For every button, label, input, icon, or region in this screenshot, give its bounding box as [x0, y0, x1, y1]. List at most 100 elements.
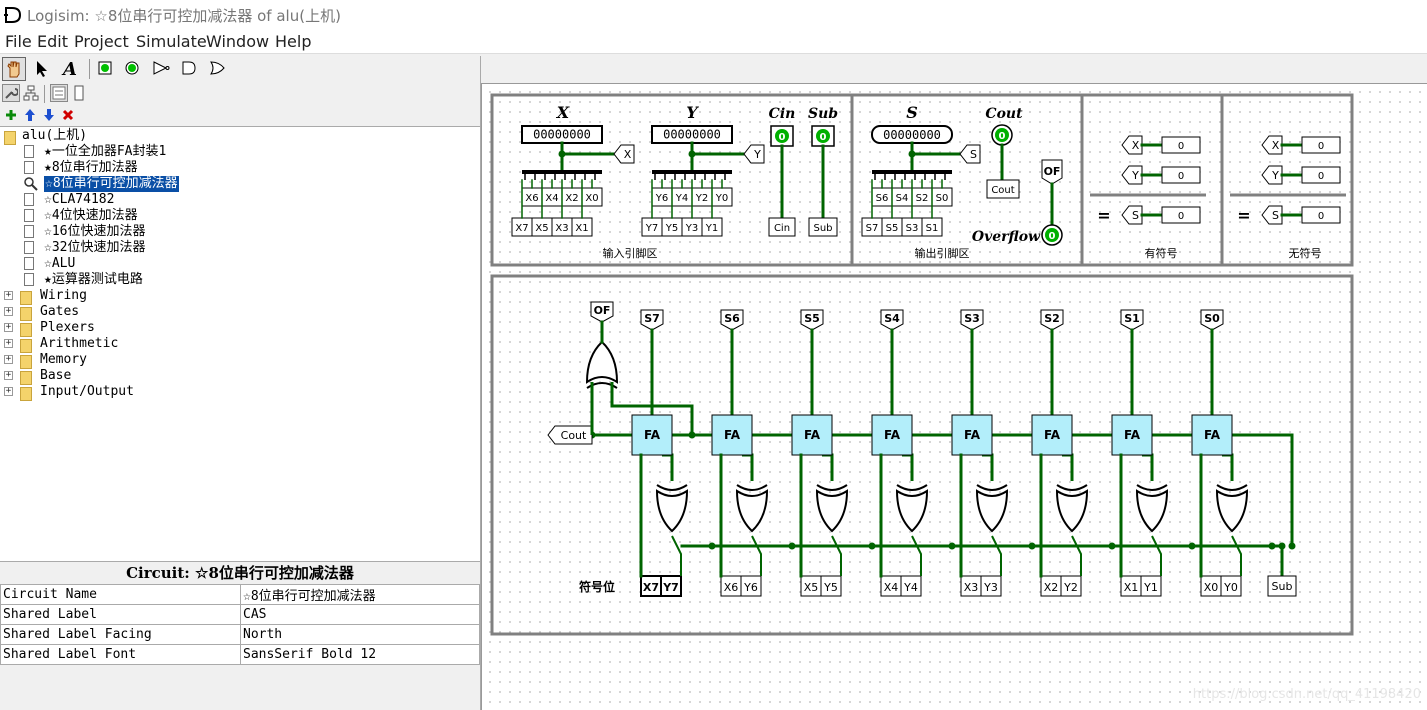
- not-gate-button[interactable]: [152, 60, 170, 76]
- expand-icon[interactable]: +: [4, 370, 13, 380]
- tree-library-item[interactable]: + Memory: [0, 352, 300, 369]
- full-adder-bit-5: [791, 414, 833, 456]
- attribute-value[interactable]: North: [240, 624, 480, 645]
- toolbox-view-button[interactable]: [2, 84, 20, 102]
- explorer-toolbar: [0, 82, 480, 106]
- arrow-pointer-icon: [37, 61, 47, 77]
- tree-library-item[interactable]: +Arithmetic: [0, 336, 300, 353]
- circuit-icon: [24, 257, 36, 271]
- sum-tunnel-S2: [1040, 309, 1064, 331]
- tree-circuit-item[interactable]: ★运算器测试电路: [24, 272, 324, 288]
- tree-circuit-item[interactable]: ☆ALU: [24, 256, 324, 272]
- unsigned-s-tunnel-label: S: [1272, 209, 1279, 222]
- tree-circuit-item[interactable]: ☆16位快速加法器: [24, 224, 324, 240]
- tree-library-item[interactable]: +Input/Output: [0, 384, 300, 401]
- tree-project-node[interactable]: alu(上机): [4, 128, 204, 145]
- edit-layout-button[interactable]: [50, 84, 68, 102]
- edit-appearance-button[interactable]: [70, 84, 88, 102]
- tree-circuit-item[interactable]: ☆CLA74182: [24, 192, 324, 208]
- hand-icon: [7, 61, 20, 78]
- expand-icon[interactable]: +: [4, 338, 13, 348]
- tree-circuit-item[interactable]: ☆8位串行可控加减法器: [24, 176, 324, 192]
- y-input-tunnel-label: Y1: [1143, 581, 1158, 594]
- y-input-tunnel-label: Y7: [662, 581, 679, 594]
- main-toolbar: A: [0, 56, 480, 82]
- output-section-title: 输出引脚区: [915, 246, 970, 260]
- tree-library-item[interactable]: + Plexers: [0, 320, 300, 337]
- y-input-tunnel-label: Y4: [903, 581, 918, 594]
- attribute-value[interactable]: SansSerif Bold 12: [240, 644, 480, 665]
- input-pin-button[interactable]: [97, 60, 113, 76]
- tree-library-item[interactable]: +Wiring: [0, 288, 300, 305]
- tree-circuit-item[interactable]: ☆4位快速加法器: [24, 208, 324, 224]
- y-input-tunnel-0: [1220, 575, 1242, 597]
- full-adder-label: FA: [1204, 428, 1221, 442]
- expand-icon[interactable]: +: [4, 290, 13, 300]
- cin-heading: Cin: [769, 106, 796, 122]
- tree-library-label: Plexers: [40, 320, 95, 335]
- tree-circuit-item[interactable]: ★一位全加器FA封装1: [24, 144, 324, 160]
- tree-circuit-label: ★一位全加器FA封装1: [44, 144, 167, 159]
- unsigned-section-title: 无符号: [1289, 247, 1322, 260]
- wrench-icon: [5, 88, 18, 99]
- output-pin-button[interactable]: [124, 60, 140, 76]
- menu-project[interactable]: Project: [74, 32, 129, 51]
- x-splitter: [522, 170, 602, 174]
- attribute-row: Circuit Name ☆8位串行可控加减法器: [0, 584, 480, 605]
- wire: [1071, 535, 1082, 576]
- expand-icon[interactable]: +: [4, 354, 13, 364]
- tree-circuit-label: ☆CLA74182: [44, 192, 115, 207]
- tree-library-item[interactable]: +Base: [0, 368, 300, 385]
- full-adder-bit-1: [1111, 414, 1153, 456]
- menu-simulate[interactable]: Simulate: [136, 32, 207, 51]
- tree-library-item[interactable]: +Gates: [0, 304, 300, 321]
- tree-library-label: Memory: [40, 352, 87, 367]
- unsigned-y-tunnel-label: Y: [1271, 169, 1279, 182]
- hierarchy-icon: [23, 85, 39, 101]
- and-gate-button[interactable]: [180, 60, 198, 76]
- s-bit-S0-label: S0: [936, 193, 949, 204]
- move-down-button[interactable]: [42, 108, 56, 122]
- x-bit-X3-label: X3: [555, 223, 568, 234]
- attribute-key: Circuit Name: [0, 584, 241, 605]
- remove-circuit-button[interactable]: [61, 108, 75, 122]
- sum-tunnel-S5: [800, 309, 824, 331]
- y-bit-Y2-label: Y2: [695, 193, 708, 204]
- xor-gate-bit-5: [815, 489, 849, 533]
- xor-gate-bit-5-arc: [816, 484, 848, 491]
- add-circuit-button[interactable]: [4, 108, 18, 122]
- sum-tunnel-S0-label: S0: [1204, 312, 1220, 325]
- sub-heading: Sub: [808, 106, 838, 122]
- wire: [1062, 453, 1074, 481]
- wire: [982, 453, 994, 481]
- tree-circuit-item[interactable]: ★8位串行加法器: [24, 160, 324, 176]
- tree-circuit-item[interactable]: ☆32位快速加法器: [24, 240, 324, 256]
- unsigned-x-probe: [1301, 136, 1341, 154]
- poke-tool-button[interactable]: [2, 57, 26, 81]
- wire: [1222, 453, 1234, 481]
- attribute-value[interactable]: ☆8位串行可控加减法器: [240, 584, 480, 605]
- full-adder-label: FA: [724, 428, 741, 442]
- expand-icon[interactable]: +: [4, 322, 13, 332]
- y-input-tunnel-label: Y2: [1063, 581, 1078, 594]
- select-tool-button[interactable]: [32, 58, 52, 80]
- magnifier-icon: [24, 177, 38, 191]
- menu-edit[interactable]: Edit: [37, 32, 68, 51]
- panel-splitter[interactable]: [480, 56, 481, 710]
- text-tool-button[interactable]: A: [63, 58, 77, 80]
- full-adder-bit-2: [1031, 414, 1073, 456]
- unsigned-section-frame: [1220, 93, 1354, 267]
- menu-window[interactable]: Window: [206, 32, 270, 51]
- y-input-tunnel-5: [820, 575, 842, 597]
- expand-icon[interactable]: +: [4, 386, 13, 396]
- expand-icon[interactable]: +: [4, 306, 13, 316]
- move-up-button[interactable]: [23, 108, 37, 122]
- s-tunnel: [959, 144, 981, 164]
- or-gate-button[interactable]: [208, 60, 226, 76]
- attribute-value[interactable]: CAS: [240, 604, 480, 625]
- sum-tunnel-S3: [960, 309, 984, 331]
- menu-help[interactable]: Help: [275, 32, 312, 51]
- sim-view-button[interactable]: [22, 84, 40, 102]
- menu-file[interactable]: File: [5, 32, 32, 51]
